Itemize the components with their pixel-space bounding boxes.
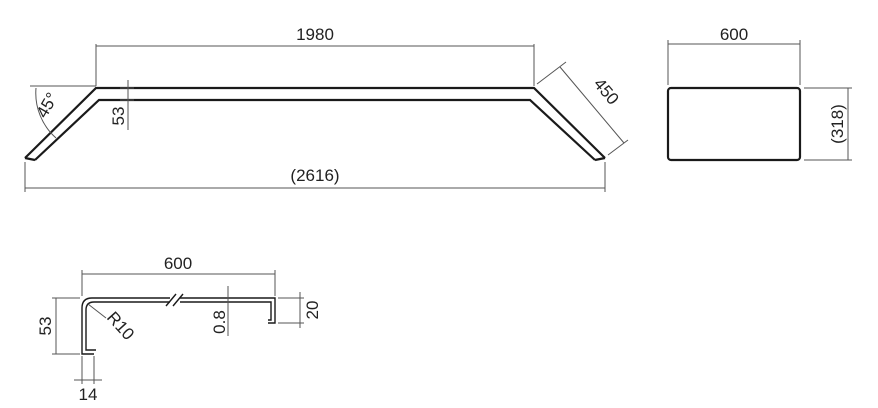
dim-450-label: 450 [590,74,623,108]
dim-sec-53-label: 53 [36,317,55,336]
break-mark-right [172,293,184,307]
cross-section: 600 53 14 R10 0.8 20 [36,254,322,404]
dim-thickness-label: 0.8 [210,310,229,334]
dim-end-600-label: 600 [720,25,748,44]
section-profile-inner-right [180,301,272,321]
dim-53-label: 53 [109,107,128,126]
break-mark-left [165,293,177,307]
radius-leader [87,303,107,319]
dim-14-label: 14 [79,385,98,404]
dim-sec-600-label: 600 [164,254,192,273]
radius-label: R10 [103,308,138,344]
dim-20-label: 20 [303,301,322,320]
angle-arc [35,87,57,139]
left-end-cap [24,156,36,162]
dim-450-ext-top [536,61,567,85]
sill-inner-profile [34,98,596,161]
dim-450-line [559,66,625,144]
dim-2616-label: (2616) [290,166,339,185]
front-view: 1980 450 (2616) 53 45° [24,25,629,192]
angle-label: 45° [33,89,62,121]
end-view-outline [666,86,802,162]
end-view: 600 (318) [666,25,852,162]
dim-450-ext-bottom [607,139,629,156]
dim-1980-label: 1980 [296,25,334,44]
right-end-cap [594,156,606,162]
section-profile [81,297,170,355]
section-profile-inner [85,301,170,351]
dim-318-label: (318) [828,104,847,144]
sill-outer-profile [24,86,606,159]
